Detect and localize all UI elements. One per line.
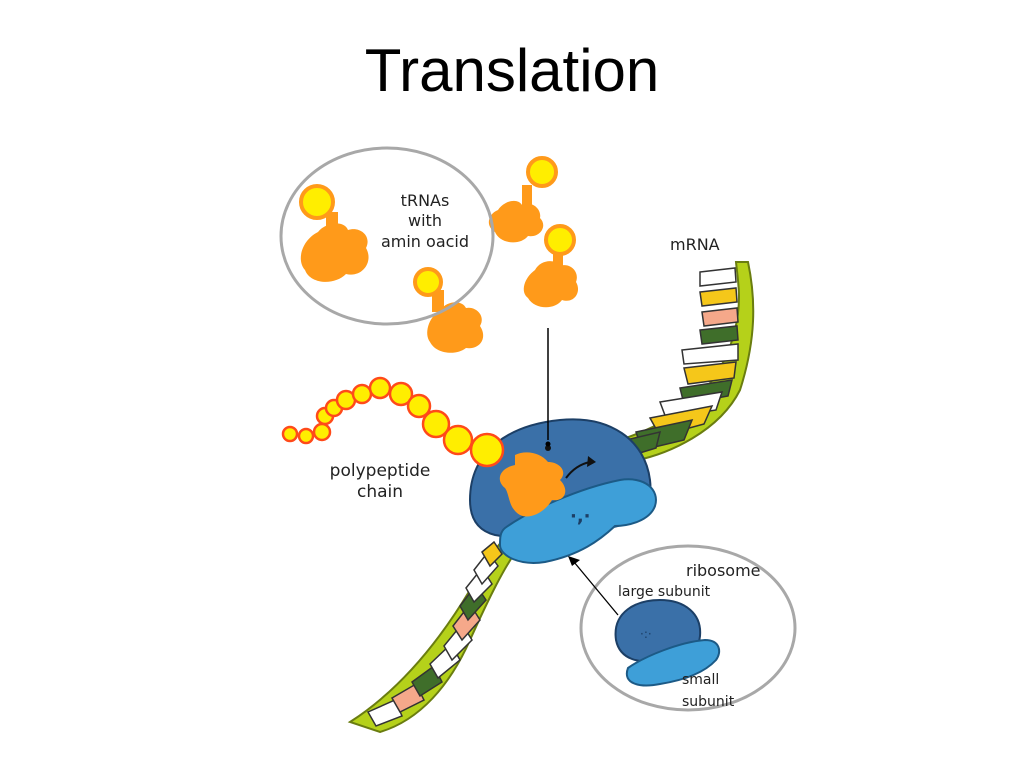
label-mrna: mRNA [670,235,720,254]
free-trna-1 [488,156,558,243]
mrna-strand-lower [347,536,522,734]
trna-at-ribosome [499,452,566,517]
trna-inset [279,146,495,326]
trna-arrow [545,328,551,447]
ribosome-arrow [568,556,619,616]
svg-text:·:·: ·:· [640,627,652,641]
slide-title: Translation [364,37,660,104]
label-small-2: subunit [682,694,735,710]
label-trnas-1: tRNAs [401,191,450,210]
ribosome-inset: ·:· [579,544,797,712]
svg-text:·,·: ·,· [570,506,591,527]
label-ribosome: ribosome [686,561,761,580]
label-small-1: small [682,672,719,688]
label-polypeptide-1: polypeptide [330,461,431,481]
label-trnas-3: amin oacid [381,232,469,251]
mrna-strand-upper [618,261,755,464]
ribosome-small-subunit: ·,· [498,478,657,564]
label-large-subunit: large subunit [618,584,711,600]
label-polypeptide-2: chain [357,482,403,502]
polypeptide-chain [281,376,505,468]
label-trnas-2: with [408,211,442,230]
free-trna-3 [413,267,484,353]
free-trna-2 [523,224,579,308]
